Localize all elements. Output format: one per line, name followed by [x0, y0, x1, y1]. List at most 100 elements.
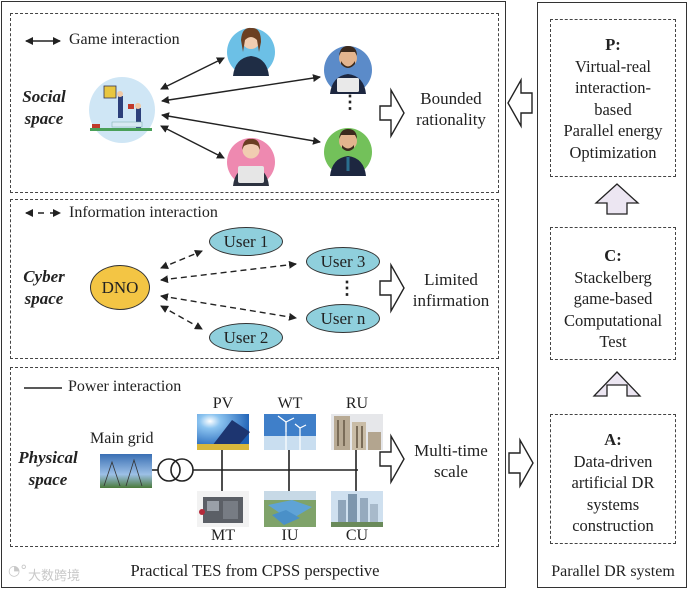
main-grid-photo — [100, 454, 152, 488]
social-result-arrow-icon — [379, 87, 405, 139]
iu-label: IU — [281, 527, 299, 544]
cu-photo — [331, 491, 383, 527]
game-arrow-woman1 — [160, 57, 225, 90]
limited-information-line1: Limited — [424, 270, 478, 289]
p-box-line: interaction- — [574, 78, 652, 97]
main-grid-label: Main grid — [90, 430, 154, 447]
businesswoman-avatar-icon — [227, 27, 275, 76]
p-box-key-text: P: — [605, 35, 621, 54]
wt-photo — [264, 414, 316, 450]
user-2-node: User 2 — [209, 323, 283, 352]
watermark: 大数跨境 — [28, 569, 81, 584]
power-interaction-legend-label: Power interaction — [68, 378, 182, 395]
info-arrow-user2 — [160, 305, 203, 330]
physical-space-box — [10, 367, 499, 547]
information-interaction-legend-label: Information interaction — [69, 204, 218, 221]
c-box-text: C: Stackelberg game-based Computational … — [548, 245, 678, 353]
user-n-node: User n — [306, 304, 380, 333]
bounded-rationality-line2: rationality — [416, 110, 486, 129]
social-agents-ellipsis: ⋮ — [341, 92, 359, 112]
limited-information-line2: infirmation — [412, 291, 490, 310]
c-box — [550, 227, 676, 360]
a-box-line: Data-driven — [573, 451, 653, 471]
cpss-panel-caption: Practical TES from CPSS perspective — [130, 561, 380, 580]
cyber-space-label: Cyber space — [18, 266, 70, 310]
p-box-key: P: — [548, 34, 678, 56]
physical-space-label-line1: Physical — [18, 448, 78, 467]
a-box-key-text: A: — [604, 430, 622, 449]
a-box — [550, 414, 676, 544]
cpss-panel — [1, 1, 506, 588]
limited-information-label: Limited infirmation — [406, 269, 496, 311]
social-space-box — [10, 13, 499, 193]
left-pointing-feedback-arrow-icon — [507, 77, 533, 129]
pv-label: PV — [212, 395, 234, 412]
a-box-text: A: Data-driven artificial DR systems con… — [548, 429, 678, 537]
iu-photo — [264, 491, 316, 527]
cyber-users-ellipsis: ⋮ — [338, 278, 356, 298]
game-arrow-man-phone — [161, 112, 321, 145]
cyber-result-arrow-icon — [379, 262, 405, 314]
watermark-logo-icon: ◔° — [8, 563, 28, 579]
info-arrow-user1 — [160, 249, 203, 270]
workers-illustration-icon — [89, 77, 155, 143]
game-interaction-legend-label: Game interaction — [69, 31, 180, 48]
businessman-tablet-avatar-icon — [324, 46, 372, 94]
up-arrow-a-to-c-icon — [592, 371, 642, 397]
pv-photo — [197, 414, 250, 450]
multi-time-scale-line2: scale — [434, 462, 468, 481]
businessman-phone-avatar-icon — [324, 128, 372, 176]
cyber-space-label-line1: Cyber — [23, 267, 65, 286]
game-arrow-man-tablet — [161, 74, 321, 104]
physical-space-label: Physical space — [12, 447, 84, 491]
cu-label: CU — [345, 527, 369, 544]
social-space-label: Social space — [16, 86, 72, 130]
physical-result-arrow-icon — [379, 433, 405, 485]
user-1-node: User 1 — [209, 227, 283, 256]
transformer-icon — [152, 458, 358, 482]
c-box-line: game-based — [573, 289, 653, 308]
c-box-key-text: C: — [604, 246, 622, 265]
wt-label: WT — [277, 395, 303, 412]
cyber-space-box — [10, 199, 499, 359]
game-interaction-arrows — [160, 57, 321, 159]
info-arrow-usern — [160, 293, 297, 321]
c-box-line: Computational — [563, 310, 663, 330]
up-arrow-c-to-p-icon — [594, 183, 640, 215]
c-box-line: Test — [599, 332, 627, 351]
ru-label: RU — [345, 395, 369, 412]
parallel-dr-panel-caption: Parallel DR system — [551, 563, 675, 580]
social-space-label-line1: Social — [22, 87, 66, 106]
multi-time-scale-line1: Multi-time — [414, 441, 488, 460]
c-box-key: C: — [548, 245, 678, 267]
p-box-text: P: Virtual-real interaction- based Paral… — [548, 34, 678, 163]
a-box-line: construction — [572, 516, 654, 535]
p-box-line: Virtual-real — [575, 56, 651, 76]
bounded-rationality-label: Bounded rationality — [406, 88, 496, 130]
physical-space-label-line2: space — [28, 470, 68, 489]
right-pointing-input-arrow-icon — [508, 437, 534, 489]
game-arrow-woman2 — [160, 125, 225, 159]
multi-time-scale-label: Multi-time scale — [406, 440, 496, 482]
p-box-line: Parallel energy — [563, 121, 663, 140]
social-space-label-line2: space — [24, 109, 64, 128]
bounded-rationality-line1: Bounded — [420, 89, 482, 108]
cyber-space-label-line2: space — [24, 289, 64, 308]
info-arrow-user3 — [160, 260, 297, 284]
c-box-line: Stackelberg — [574, 267, 652, 287]
businesswoman-laptop-avatar-icon — [227, 138, 275, 186]
a-box-line: artificial DR — [571, 473, 655, 492]
a-box-key: A: — [548, 429, 678, 451]
mt-photo — [197, 491, 249, 527]
p-box-line: based — [594, 99, 632, 119]
p-box — [550, 19, 676, 177]
a-box-line: systems — [586, 494, 640, 514]
p-box-line: Optimization — [569, 142, 657, 162]
mt-label: MT — [211, 527, 235, 544]
power-bus-lines — [221, 450, 357, 491]
user-3-node: User 3 — [306, 247, 380, 276]
dno-node: DNO — [90, 265, 150, 310]
parallel-dr-panel — [537, 2, 687, 588]
information-interaction-arrows — [160, 249, 297, 330]
